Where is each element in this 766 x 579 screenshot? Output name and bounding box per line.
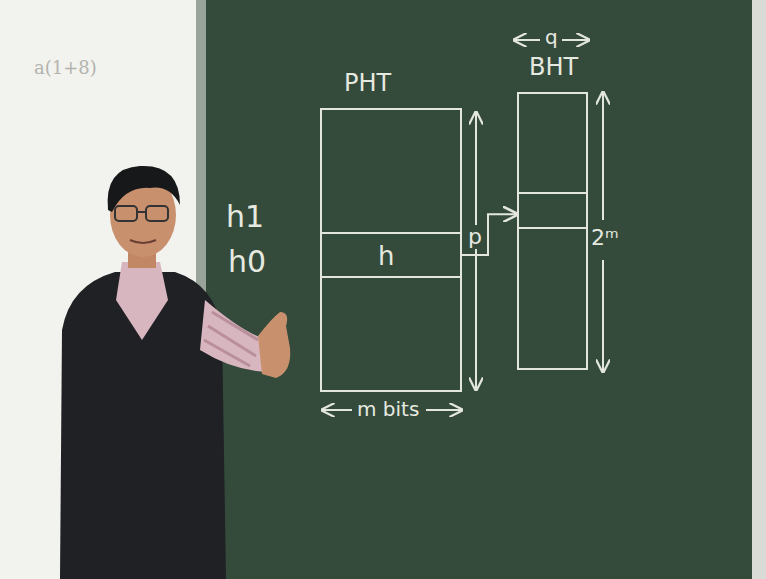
width-arrow bbox=[514, 39, 540, 41]
height-arrow bbox=[602, 260, 604, 372]
table-row-line bbox=[519, 227, 586, 229]
chalk-label: h0 bbox=[228, 245, 266, 278]
lecturer bbox=[60, 166, 290, 579]
whiteboard-note: a(1+8) bbox=[34, 58, 97, 78]
table-row-line bbox=[519, 192, 586, 194]
width-arrow bbox=[562, 39, 589, 41]
table-heading: PHT bbox=[344, 70, 391, 96]
height-arrow bbox=[475, 112, 477, 390]
dimension-label: m bits bbox=[357, 398, 419, 420]
table-row: h bbox=[322, 232, 460, 278]
row-label: h bbox=[378, 242, 394, 271]
width-arrow bbox=[426, 409, 462, 411]
dimension-label: q bbox=[545, 26, 558, 48]
table-heading: BHT bbox=[529, 54, 578, 80]
dimension-label: 2ᵐ bbox=[591, 226, 619, 250]
chalkboard bbox=[206, 0, 752, 579]
pointer-arrow bbox=[460, 214, 517, 255]
table-box: hPHT bbox=[320, 108, 462, 392]
edge-label: p bbox=[466, 225, 484, 249]
height-arrow bbox=[602, 92, 604, 220]
width-arrow bbox=[322, 409, 352, 411]
wall bbox=[752, 0, 766, 579]
chalk-label: h1 bbox=[226, 200, 264, 233]
table-box: BHT bbox=[517, 92, 588, 370]
